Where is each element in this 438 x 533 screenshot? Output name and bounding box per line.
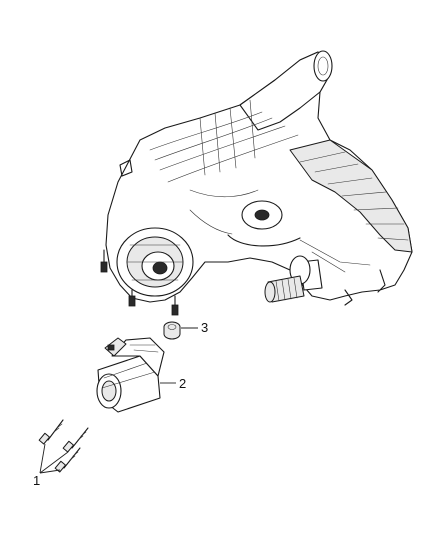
callout-1-leaders — [39, 443, 69, 474]
callout-2-label: 2 — [179, 376, 187, 391]
callout-3-label: 3 — [201, 320, 209, 335]
transfer-case-assembly — [100, 50, 413, 316]
shift-motor-part — [96, 337, 165, 413]
bolt-set-part — [38, 419, 89, 473]
callout-1-label: 1 — [33, 473, 41, 488]
seal-plug-part — [163, 321, 181, 340]
